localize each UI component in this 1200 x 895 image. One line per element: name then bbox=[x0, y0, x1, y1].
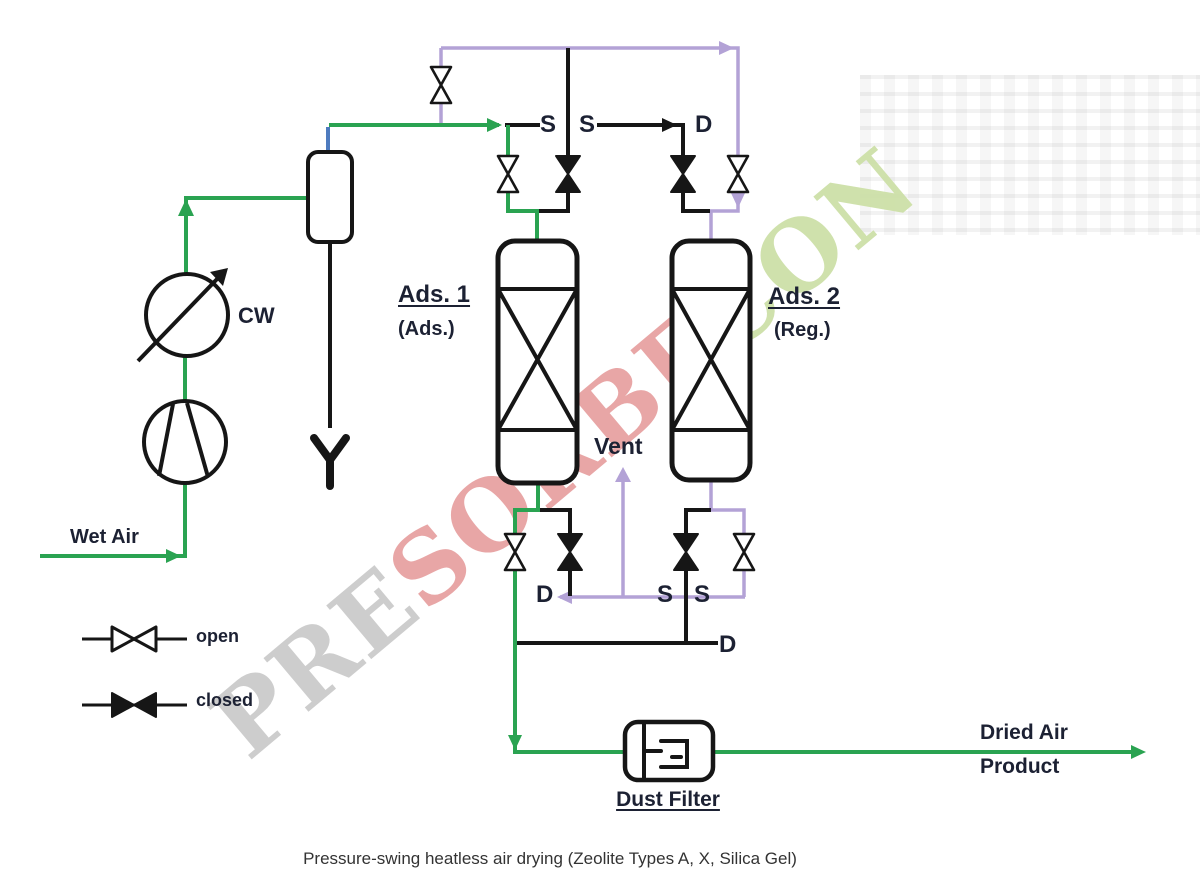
port-label-top-d: D bbox=[695, 111, 713, 138]
arrow-green-to-product-line bbox=[508, 735, 522, 750]
legend-open-label: open bbox=[196, 626, 239, 646]
pipe-black bbox=[328, 48, 718, 645]
product-label-line2: Product bbox=[980, 755, 1060, 778]
valve-closed-ads1-top-crossover bbox=[555, 155, 581, 193]
legend-closed-label: closed bbox=[196, 690, 254, 710]
figure-caption: Pressure-swing heatless air drying (Zeol… bbox=[303, 849, 797, 868]
vent-label: Vent bbox=[594, 433, 643, 459]
arrow-green-feed bbox=[487, 118, 502, 132]
drain-symbol bbox=[310, 434, 350, 490]
port-label-bottom-d-right: D bbox=[719, 631, 737, 658]
wet-air-label: Wet Air bbox=[70, 526, 139, 548]
product-label-line1: Dried Air bbox=[980, 721, 1068, 744]
cooler-symbol bbox=[136, 268, 230, 363]
adsorber-2-title: Ads. 2 bbox=[768, 283, 841, 310]
dust-filter-baffle bbox=[642, 721, 689, 781]
adsorber-1-bed bbox=[496, 287, 579, 432]
port-label-top-s1: S bbox=[540, 111, 557, 138]
purple-flow-arrows bbox=[557, 41, 745, 604]
adsorber-2-vessel bbox=[669, 238, 753, 483]
legend-open-valve-symbol bbox=[82, 625, 187, 653]
arrow-green-after-cooler bbox=[178, 199, 194, 216]
adsorber-2-mode: (Reg.) bbox=[774, 319, 831, 341]
valve-open-ads1-outlet bbox=[503, 532, 527, 572]
valve-closed-ads1-bottom-crossover bbox=[557, 533, 583, 571]
port-label-bottom-s1: S bbox=[657, 581, 674, 608]
arrow-purple-top-right bbox=[719, 41, 734, 55]
valve-open-ads2-top-regen bbox=[726, 154, 750, 194]
compression-artifact-band bbox=[860, 75, 1200, 235]
valve-open-ads1-inlet bbox=[496, 154, 520, 194]
adsorber-1-title: Ads. 1 bbox=[398, 281, 471, 308]
compressor-symbol bbox=[142, 399, 228, 485]
port-label-bottom-s2: S bbox=[694, 581, 711, 608]
separator-vessel bbox=[306, 150, 354, 244]
dust-filter-label: Dust Filter bbox=[616, 788, 720, 811]
cooler-label: CW bbox=[238, 303, 275, 328]
arrow-green-wet-air bbox=[166, 549, 181, 563]
dust-filter-symbol bbox=[622, 719, 716, 783]
adsorber-1-vessel bbox=[495, 238, 580, 486]
arrow-purple-vent-up bbox=[615, 467, 631, 482]
valve-closed-ads2-top-crossover bbox=[670, 155, 696, 193]
legend-symbols bbox=[82, 625, 187, 718]
valve-open-top-purge bbox=[429, 65, 453, 105]
legend-closed-valve-symbol bbox=[82, 692, 187, 718]
arrow-green-product-out bbox=[1131, 745, 1146, 759]
adsorber-2-bed bbox=[670, 287, 752, 432]
arrow-purple-down-to-ads2 bbox=[731, 193, 745, 208]
port-label-top-s2: S bbox=[579, 111, 596, 138]
cooler-arrow-tip bbox=[210, 268, 228, 286]
arrow-black-s-to-d bbox=[662, 118, 677, 132]
green-flow-arrows bbox=[166, 118, 1146, 759]
black-flow-arrows bbox=[662, 118, 677, 132]
valves bbox=[429, 65, 756, 572]
pipe-green-feed bbox=[40, 123, 1133, 754]
valve-open-ads2-bottom-regen bbox=[732, 532, 756, 572]
valve-closed-ads2-bottom-crossover bbox=[673, 533, 699, 571]
port-label-bottom-d-left: D bbox=[536, 581, 554, 608]
adsorber-1-mode: (Ads.) bbox=[398, 318, 455, 340]
